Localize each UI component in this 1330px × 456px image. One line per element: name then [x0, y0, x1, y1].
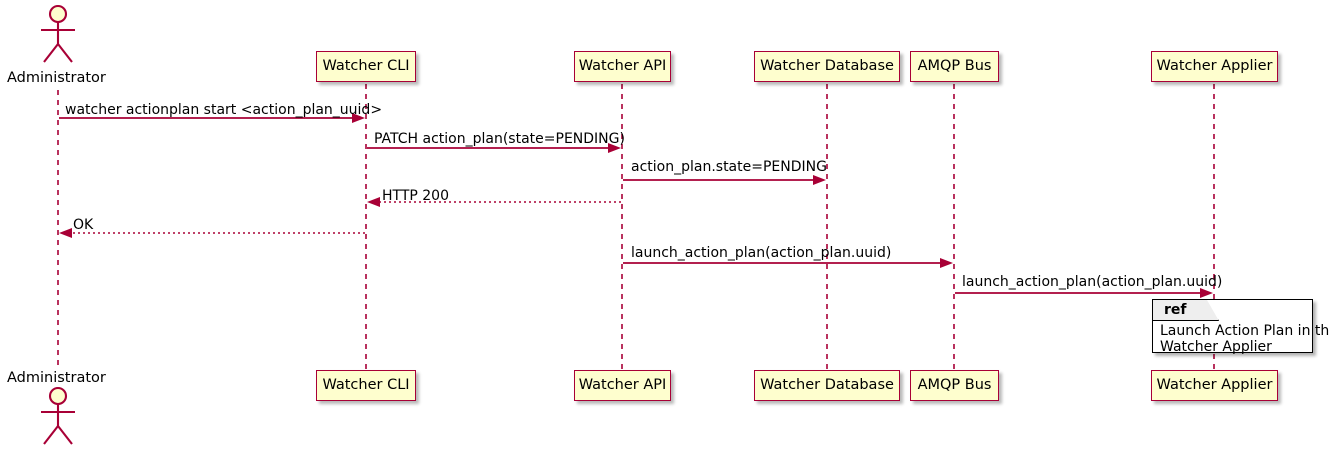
message-text: action_plan.state=PENDING	[631, 159, 827, 175]
message-arrow-4	[367, 197, 621, 207]
message-label-5: OK	[73, 218, 93, 232]
participant-label: AMQP Bus	[917, 377, 992, 394]
participant-label: Watcher API	[578, 377, 667, 394]
actor-name: Administrator	[7, 370, 106, 386]
participant-label: Watcher CLI	[322, 58, 410, 75]
message-label-2: PATCH action_plan(state=PENDING)	[374, 132, 625, 146]
participant-box-amqp-bus-bottom[interactable]: AMQP Bus	[910, 370, 999, 401]
participant-label: Watcher Applier	[1156, 58, 1273, 75]
ref-tab-label: ref	[1164, 302, 1187, 318]
message-text: PATCH action_plan(state=PENDING)	[374, 131, 625, 147]
message-text: launch_action_plan(action_plan.uuid)	[631, 245, 892, 261]
actor-label-administrator-bottom: Administrator	[7, 371, 106, 386]
participant-label: Watcher CLI	[322, 377, 410, 394]
participant-box-watcher-applier-top[interactable]: Watcher Applier	[1151, 51, 1278, 82]
ref-fragment-body: Launch Action Plan in the Watcher Applie…	[1160, 323, 1330, 355]
participant-label: Watcher Applier	[1156, 377, 1273, 394]
ref-fragment-tab: ref	[1153, 300, 1219, 321]
message-text: launch_action_plan(action_plan.uuid)	[962, 274, 1223, 290]
participant-box-watcher-cli-bottom[interactable]: Watcher CLI	[316, 370, 416, 401]
message-label-6: launch_action_plan(action_plan.uuid)	[631, 246, 891, 260]
participant-box-watcher-api-bottom[interactable]: Watcher API	[574, 370, 671, 401]
actor-figure-bottom	[41, 386, 75, 445]
message-arrow-6	[623, 258, 953, 268]
ref-line-1: Launch Action Plan in the	[1160, 323, 1330, 339]
actor-name: Administrator	[7, 70, 106, 86]
message-label-4: HTTP 200	[382, 189, 449, 203]
participant-label: Watcher Database	[760, 58, 894, 75]
participant-box-watcher-applier-bottom[interactable]: Watcher Applier	[1151, 370, 1278, 401]
actor-figure-top	[41, 4, 75, 63]
message-label-3: action_plan.state=PENDING	[631, 160, 827, 174]
participant-label: Watcher Database	[760, 377, 894, 394]
participant-box-amqp-bus-top[interactable]: AMQP Bus	[910, 51, 999, 82]
message-arrow-1	[59, 113, 365, 123]
participant-box-watcher-database-bottom[interactable]: Watcher Database	[754, 370, 900, 401]
message-arrow-2	[367, 143, 621, 153]
message-text: watcher actionplan start <action_plan_uu…	[65, 102, 383, 118]
participant-box-watcher-cli-top[interactable]: Watcher CLI	[316, 51, 416, 82]
ref-line-2: Watcher Applier	[1160, 339, 1272, 355]
ref-fragment-box[interactable]: ref Launch Action Plan in the Watcher Ap…	[1152, 299, 1330, 355]
message-arrow-7	[955, 288, 1213, 298]
actor-label-administrator-top: Administrator	[7, 71, 106, 86]
participant-label: Watcher API	[578, 58, 667, 75]
participant-label: AMQP Bus	[917, 58, 992, 75]
message-label-7: launch_action_plan(action_plan.uuid)	[962, 275, 1222, 289]
participant-box-watcher-database-top[interactable]: Watcher Database	[754, 51, 900, 82]
message-label-1: watcher actionplan start <action_plan_uu…	[65, 103, 382, 117]
participant-box-watcher-api-top[interactable]: Watcher API	[574, 51, 671, 82]
message-arrow-3	[623, 175, 826, 185]
message-text: OK	[73, 217, 94, 233]
message-text: HTTP 200	[382, 188, 449, 204]
message-arrow-5	[59, 228, 365, 238]
